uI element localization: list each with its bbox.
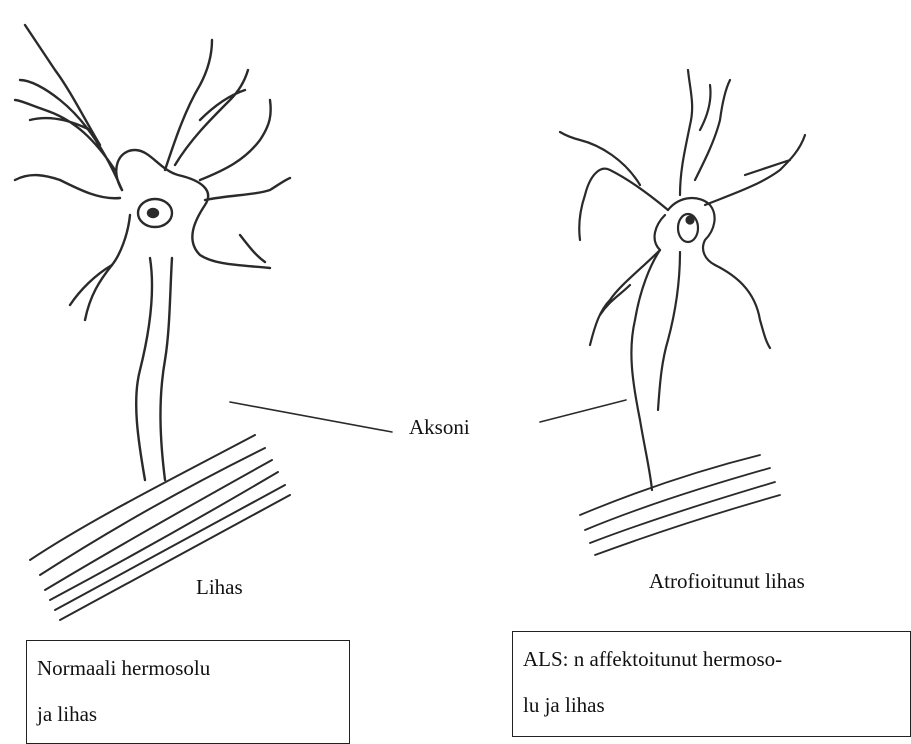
als-caption-box: ALS: n affektoitunut hermoso- lu ja liha… [512,631,911,737]
normal-caption-box: Normaali hermosolu ja lihas [26,640,350,744]
axon-label: Aksoni [409,417,470,438]
als-muscle [580,455,780,555]
normal-neuron [15,25,290,620]
normal-neuron-nucleolus [148,209,158,217]
normal-caption-line1: Normaali hermosolu [37,645,339,691]
normal-muscle [30,435,290,620]
als-caption-line1: ALS: n affektoitunut hermoso- [523,636,900,682]
normal-caption-line2: ja lihas [37,691,339,737]
als-caption-line2: lu ja lihas [523,682,900,728]
normal-neuron-dendrite [15,25,122,190]
axon-pointer-left [230,402,392,432]
als-neuron-nucleolus [687,217,694,224]
axon-pointer-right [540,400,626,422]
normal-neuron-soma [60,150,270,480]
als-neuron-soma [631,198,715,490]
als-neuron [560,70,805,555]
atrophied-muscle-label: Atrofioitunut lihas [649,571,805,592]
als-neuron-dendrite [560,70,805,348]
muscle-label: Lihas [196,577,243,598]
